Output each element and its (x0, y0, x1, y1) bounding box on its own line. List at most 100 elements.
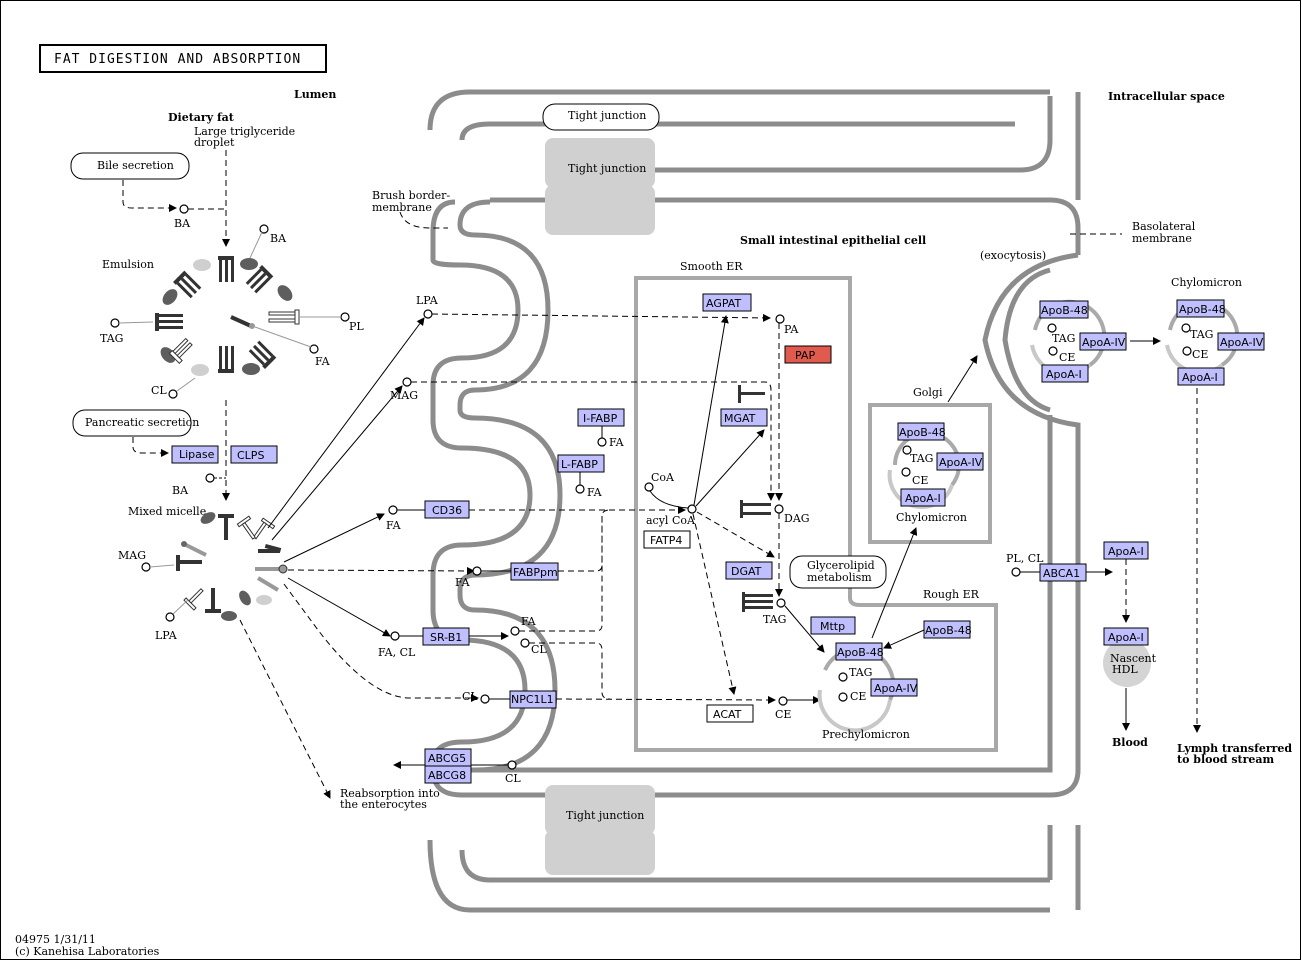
gene-i-fabp[interactable]: I-FABP (577, 408, 625, 427)
gene-agpat[interactable]: AGPAT (702, 293, 752, 312)
micelle-to-mag (271, 385, 403, 541)
coa-label: CoA (651, 471, 675, 484)
tag-node-pre[interactable] (838, 672, 848, 682)
gene-apoa4-golgi[interactable]: ApoA-IV (936, 452, 984, 471)
gene-apoa1-hdl-top[interactable]: ApoA-I (1103, 541, 1149, 560)
gene-npc1l1[interactable]: NPC1L1 (509, 690, 557, 709)
fa-node-srb1[interactable] (510, 626, 520, 636)
ba-label-1: BA (174, 217, 191, 230)
fa-node-lfabp[interactable] (575, 484, 585, 494)
gene-apob48-golgi[interactable]: ApoB-48 (897, 422, 946, 441)
map-id: 04975 1/31/11 (15, 933, 96, 946)
cl-node-lumen[interactable] (168, 389, 178, 399)
svg-text:CLPS: CLPS (237, 449, 264, 462)
mgat-inhibitor (738, 385, 765, 403)
ce-node-chylo[interactable] (1182, 346, 1192, 356)
gene-mttp[interactable]: Mttp (810, 616, 856, 635)
ce-node-pre[interactable] (838, 692, 848, 702)
micelle-to-lpa (267, 317, 425, 529)
fa-node-ifabp[interactable] (597, 437, 607, 447)
gene-sr-b1[interactable]: SR-B1 (422, 627, 470, 646)
fa-node-lumen[interactable] (309, 344, 319, 354)
golgi-to-exocytosis (947, 355, 978, 403)
fa-node-cd36[interactable] (388, 505, 398, 515)
map-title[interactable]: FAT DIGESTION AND ABSORPTION (39, 44, 327, 73)
fa-node-fabppm[interactable] (472, 566, 482, 576)
gene-cd36[interactable]: CD36 (424, 500, 470, 519)
gene-apob48-chylo[interactable]: ApoB-48 (1176, 299, 1226, 318)
bile-secretion-box[interactable]: Bile secretion (70, 152, 190, 180)
gene-apob48-rough-er[interactable]: ApoB-48 (923, 620, 972, 639)
gene-apoa4-exo[interactable]: ApoA-IV (1079, 332, 1127, 351)
nascent-hdl[interactable] (1103, 639, 1151, 687)
gene-apoa1-exo[interactable]: ApoA-I (1041, 364, 1089, 383)
gene-apob48-exo[interactable]: ApoB-48 (1039, 300, 1089, 319)
fa-label-cd36: FA (386, 519, 402, 532)
cl-node-abcg[interactable] (507, 760, 517, 770)
gene-apob48-pre[interactable]: ApoB-48 (835, 642, 884, 661)
mag-link (149, 564, 175, 568)
gene-abca1[interactable]: ABCA1 (1039, 563, 1087, 582)
tag-node-golgi[interactable] (902, 445, 912, 455)
micelle-to-fa-cd36 (283, 513, 385, 563)
tag-label-chylo: TAG (1190, 328, 1213, 341)
brush-border-membrane (427, 89, 1081, 913)
gene-apoa1-hdl[interactable]: ApoA-I (1103, 627, 1149, 646)
gene-abcg5[interactable]: ABCG5 (424, 748, 472, 767)
gene-l-fabp[interactable]: L-FABP (557, 454, 605, 473)
ce-node-golgi[interactable] (901, 467, 911, 477)
tag-node-lumen[interactable] (110, 318, 120, 328)
golgi (868, 403, 992, 544)
lumen-label: Lumen (294, 88, 336, 101)
gene-fabppm[interactable]: FABPpm (510, 562, 559, 581)
ba-node-3[interactable] (205, 473, 215, 483)
gene-abcg8[interactable]: ABCG8 (424, 765, 472, 784)
gene-lipase[interactable]: Lipase (171, 445, 219, 464)
gene-dgat[interactable]: DGAT (725, 561, 773, 580)
fa-cl-node[interactable] (390, 631, 400, 641)
ba-label-2: BA (270, 232, 287, 245)
dag-node[interactable] (774, 504, 784, 514)
tag-node-exo[interactable] (1047, 323, 1057, 333)
lpa-node[interactable] (423, 309, 433, 319)
gene-pap[interactable]: PAP (784, 345, 832, 364)
gene-apoa4-pre[interactable]: ApoA-IV (870, 678, 918, 697)
brush-border-label-2: membrane (372, 201, 432, 214)
pl-cl-node[interactable] (1011, 567, 1021, 577)
tight-junction-top-label[interactable]: Tight junction (542, 103, 660, 131)
mag-node-lumen[interactable] (141, 562, 151, 572)
ce-node-er[interactable] (778, 696, 788, 706)
coa-node[interactable] (644, 482, 654, 492)
acyl-coa-node[interactable] (687, 504, 697, 514)
glycerolipid-metabolism-box[interactable]: Glycerolipid metabolism (789, 555, 887, 589)
chylomicron-label: Chylomicron (1171, 276, 1242, 289)
pa-node[interactable] (775, 314, 785, 324)
cl-node-srb1[interactable] (520, 638, 530, 648)
ba-node-2[interactable] (259, 224, 269, 234)
acat-box[interactable]: ACAT (706, 704, 754, 723)
lpa-node-lumen[interactable] (165, 612, 175, 622)
gene-apoa1-chylo[interactable]: ApoA-I (1177, 367, 1225, 386)
tag-node-chylo[interactable] (1181, 323, 1191, 333)
cl-node-npc[interactable] (480, 694, 490, 704)
acylcoa-to-mgat (695, 429, 765, 507)
tag-node-er[interactable] (776, 598, 786, 608)
svg-text:MGAT: MGAT (724, 412, 756, 425)
gene-apoa1-golgi[interactable]: ApoA-I (900, 488, 946, 507)
mag-node[interactable] (402, 377, 412, 387)
svg-text:metabolism: metabolism (807, 571, 872, 584)
pl-node[interactable] (340, 312, 350, 322)
svg-text:FABPpm: FABPpm (513, 566, 558, 579)
ce-node-exo[interactable] (1048, 346, 1058, 356)
fa-label-srb1: FA (521, 615, 537, 628)
fatp4-box[interactable]: FATP4 (643, 530, 691, 549)
gene-mgat[interactable]: MGAT (720, 408, 768, 427)
gene-apoa4-chylo[interactable]: ApoA-IV (1217, 332, 1265, 351)
ba-node-1[interactable] (179, 204, 189, 214)
pancreatic-secretion-box[interactable]: Pancreatic secretion (72, 409, 199, 437)
micelle-to-fa-cl (287, 577, 391, 637)
gene-clps[interactable]: CLPS (230, 445, 278, 464)
svg-text:Bile secretion: Bile secretion (97, 159, 174, 172)
cl-label-abcg: CL (505, 772, 521, 785)
